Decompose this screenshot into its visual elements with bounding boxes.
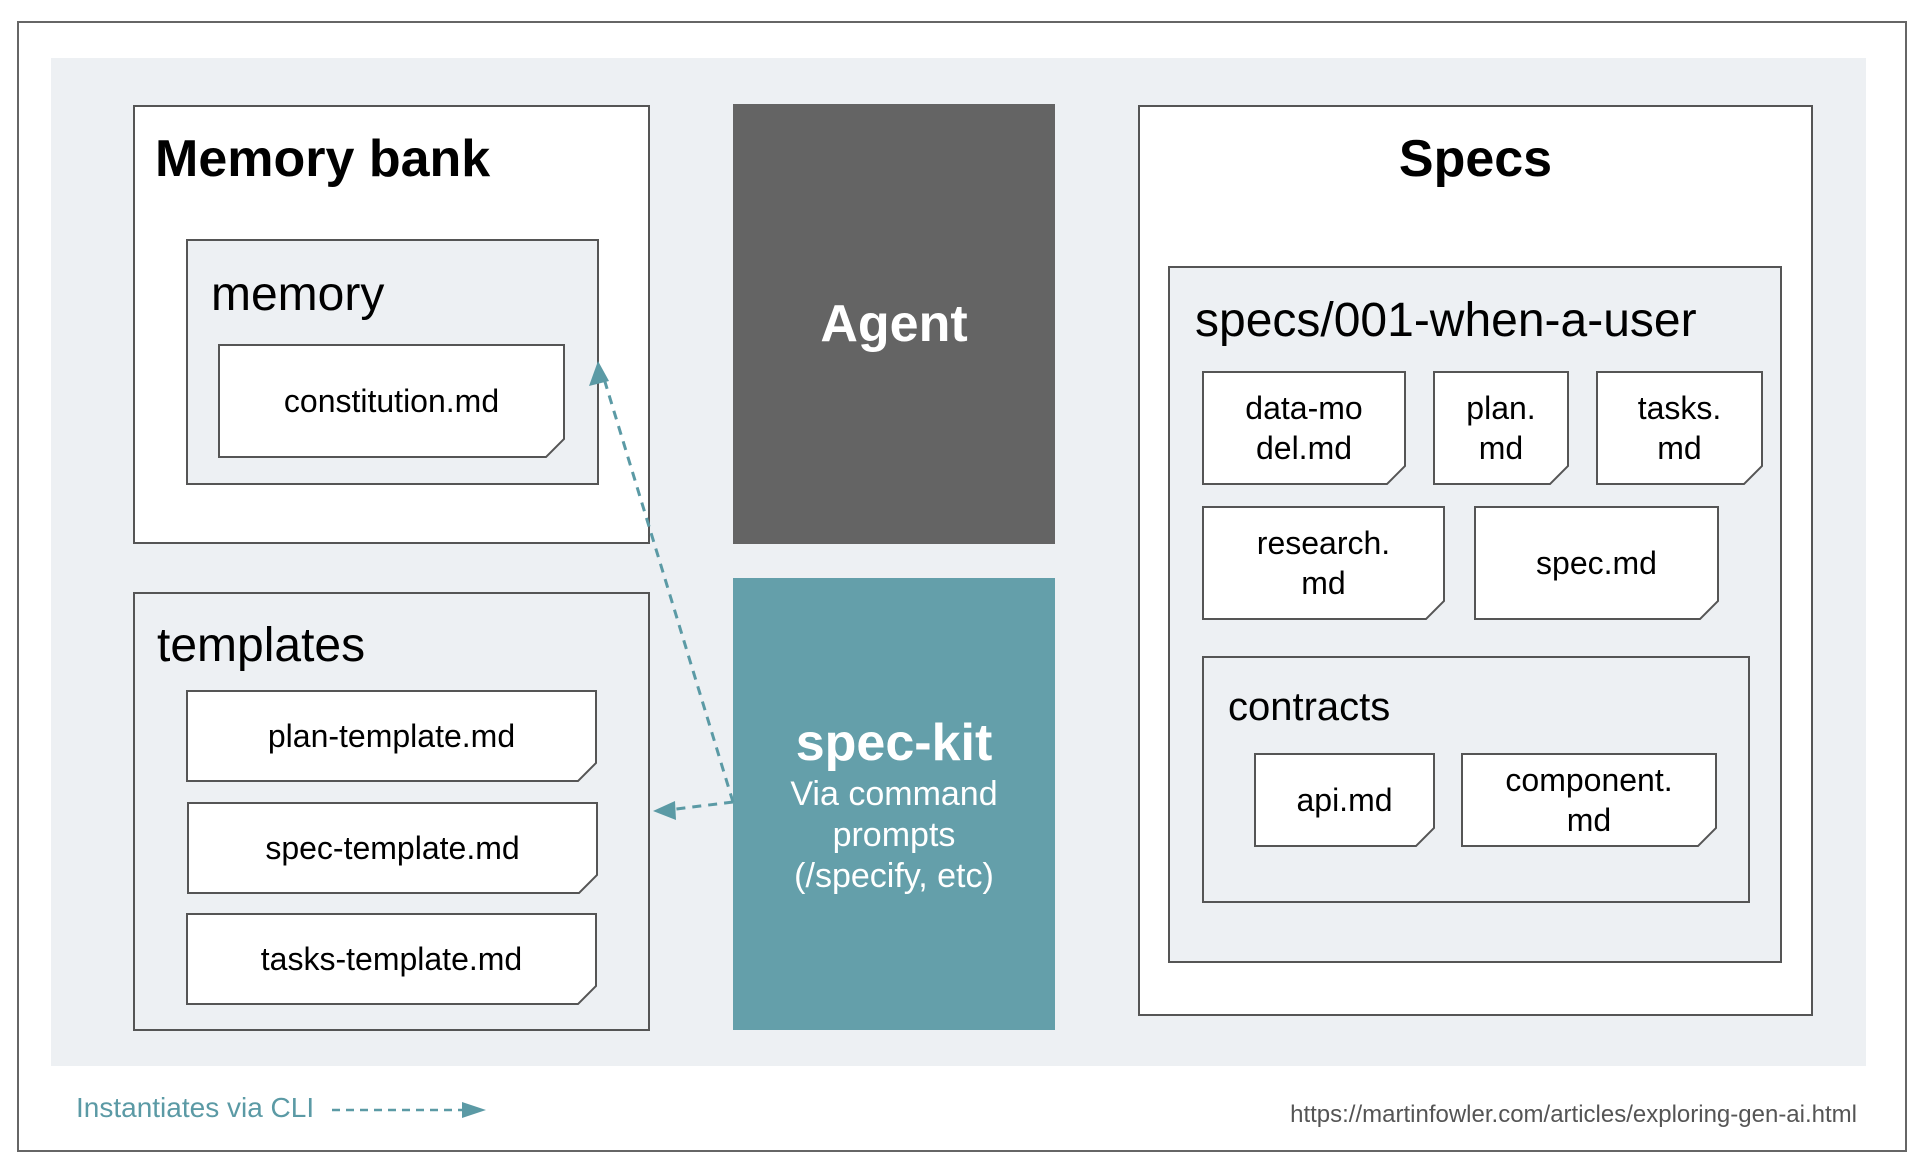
memory-bank-title: Memory bank (155, 130, 491, 188)
spec-kit-subtitle: Via command prompts (/specify, etc) (790, 775, 998, 895)
file-component: component. md (1461, 753, 1717, 847)
page-fold-icon (1743, 465, 1763, 485)
file-label: plan. md (1466, 390, 1536, 466)
file-label: research. md (1256, 525, 1391, 601)
contracts-title: contracts (1228, 685, 1391, 729)
file-label: constitution.md (283, 383, 500, 419)
file-plan-template: plan-template.md (186, 690, 597, 782)
file-constitution: constitution.md (218, 344, 565, 458)
page-fold-icon (1699, 600, 1719, 620)
dashed-arrow-icon (331, 1101, 486, 1118)
file-label: spec.md (1536, 545, 1657, 581)
file-tasks: tasks. md (1596, 371, 1763, 485)
file-label: tasks. md (1637, 390, 1722, 466)
file-data-model: data-mo del.md (1202, 371, 1406, 485)
file-label: plan-template.md (267, 718, 516, 754)
file-tasks-template: tasks-template.md (186, 913, 597, 1005)
agent-label: Agent (820, 295, 968, 353)
file-label: spec-template.md (265, 830, 520, 866)
page-fold-icon (577, 762, 597, 782)
legend: Instantiates via CLI (76, 1092, 490, 1124)
page-fold-icon (1425, 600, 1445, 620)
spec-kit-box: spec-kit Via command prompts (/specify, … (733, 578, 1055, 1030)
file-label: api.md (1296, 782, 1393, 818)
page-fold-icon (1549, 465, 1569, 485)
page-fold-icon (545, 438, 565, 458)
file-label: component. md (1505, 762, 1673, 838)
spec-kit-title: spec-kit (795, 713, 993, 772)
specs-title: Specs (1398, 130, 1553, 188)
page-fold-icon (1386, 465, 1406, 485)
file-api: api.md (1254, 753, 1435, 847)
file-spec-template: spec-template.md (187, 802, 598, 894)
file-label: tasks-template.md (260, 941, 523, 977)
templates-title: templates (157, 619, 366, 672)
page-fold-icon (577, 985, 597, 1005)
specs-folder-title: specs/001-when-a-user (1195, 294, 1697, 347)
file-spec: spec.md (1474, 506, 1719, 620)
page-fold-icon (1697, 827, 1717, 847)
page-fold-icon (1415, 827, 1435, 847)
file-plan: plan. md (1433, 371, 1569, 485)
legend-label: Instantiates via CLI (76, 1092, 315, 1123)
file-research: research. md (1202, 506, 1445, 620)
outer-frame (17, 21, 1907, 1152)
agent-box: Agent (733, 104, 1055, 544)
page-fold-icon (578, 874, 598, 894)
memory-folder-title: memory (211, 268, 385, 321)
file-label: data-mo del.md (1245, 390, 1363, 466)
source-url: https://martinfowler.com/articles/explor… (1290, 1101, 1857, 1128)
